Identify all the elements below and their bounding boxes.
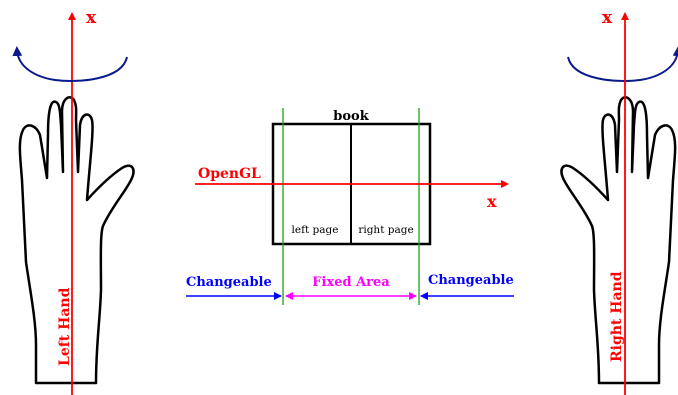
right-hand-group: x Right Hand <box>560 8 678 395</box>
left-hand-label: Left Hand <box>57 287 73 366</box>
opengl-x-axis-label: x <box>487 192 497 211</box>
book-group: book left page right page <box>271 109 432 246</box>
right-page-label: right page <box>358 224 413 236</box>
changeable-right-label: Changeable <box>428 273 514 288</box>
left-hand-x-axis-label: x <box>86 8 97 28</box>
left-hand-outline-icon <box>18 96 135 385</box>
opengl-label: OpenGL <box>198 166 261 182</box>
right-hand-outline-icon <box>560 96 677 385</box>
left-hand-group: x Left Hand <box>12 8 135 395</box>
fixed-area-label: Fixed Area <box>312 275 390 290</box>
clockwise-rotation-arrow-icon <box>567 46 678 82</box>
changeable-left-label: Changeable <box>186 275 272 290</box>
right-hand-label: Right Hand <box>609 271 625 362</box>
counterclockwise-rotation-arrow-icon <box>12 46 128 82</box>
book-label: book <box>333 109 369 124</box>
right-hand-x-axis-label: x <box>602 8 613 28</box>
left-page-label: left page <box>292 224 339 236</box>
